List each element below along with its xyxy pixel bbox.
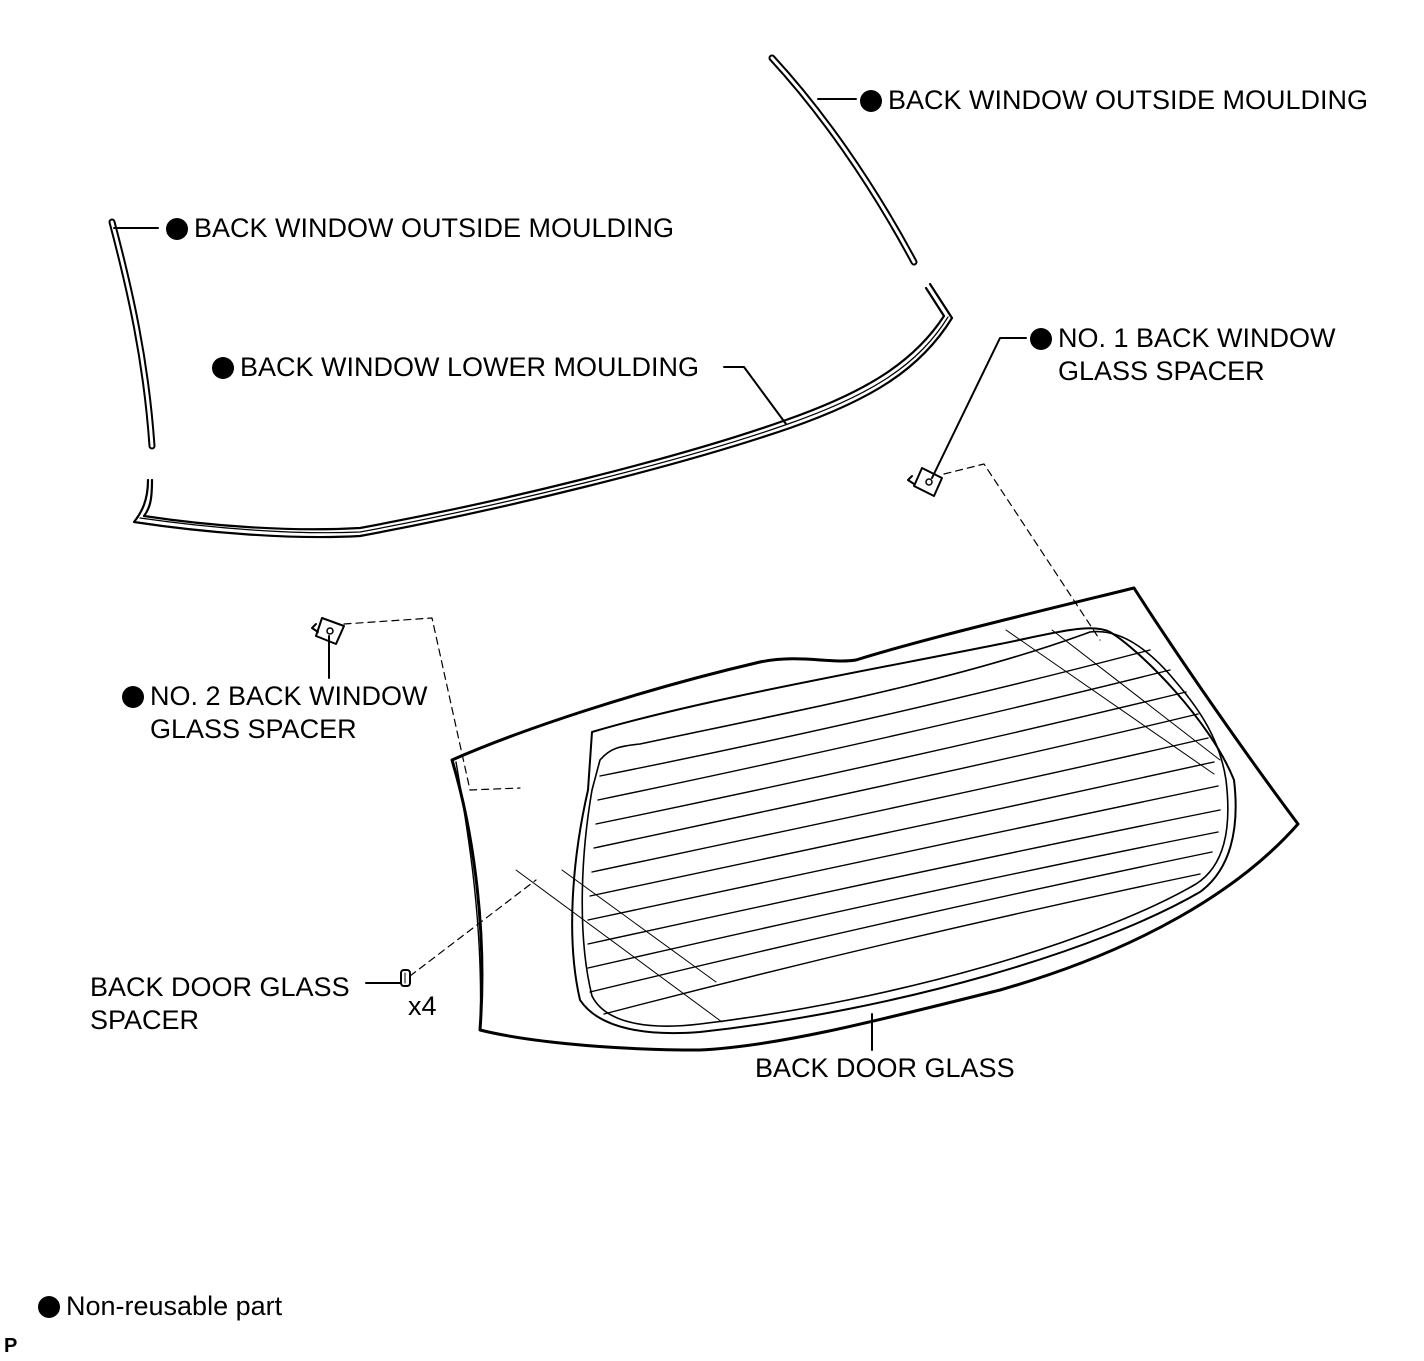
non-reusable-dot-icon [212,357,234,379]
non-reusable-dot-icon [166,218,188,240]
callout-text: BACK WINDOW OUTSIDE MOULDING [194,213,675,243]
defogger-grid-lines [587,649,1221,1015]
glass-reflection-lines [515,629,1221,1023]
back-door-glass-part [450,586,1300,1052]
door-glass-spacer-part [400,969,411,987]
callout-text: BACK WINDOW OUTSIDE MOULDING [888,85,1369,115]
callout-outside-moulding-left: BACK WINDOW OUTSIDE MOULDING [166,212,674,245]
callout-no1-spacer: NO. 1 BACK WINDOW GLASS SPACER [1030,322,1336,388]
callout-door-glass-spacer: BACK DOOR GLASS SPACER [90,971,350,1037]
callout-text-line1: NO. 2 BACK WINDOW [150,681,428,711]
non-reusable-dot-icon [38,1296,60,1318]
non-reusable-dot-icon [1030,328,1052,350]
non-reusable-dot-icon [860,90,882,112]
callout-door-glass: BACK DOOR GLASS [755,1053,1015,1083]
callout-text-line2: GLASS SPACER [150,714,357,744]
legend: Non-reusable part [38,1290,282,1323]
legend-text: Non-reusable part [66,1291,283,1321]
outside-moulding-left-part [108,218,156,450]
no1-spacer-part [907,467,943,497]
callout-text-line2: GLASS SPACER [1058,356,1265,386]
no2-spacer-part [311,617,345,645]
leader-lower-moulding [723,366,787,425]
callout-text-line2: SPACER [90,1005,200,1035]
callout-text: BACK WINDOW LOWER MOULDING [240,352,700,382]
lower-moulding-part [132,282,954,539]
callout-no2-spacer: NO. 2 BACK WINDOW GLASS SPACER [122,680,428,746]
door-glass-spacer-quantity: x4 [408,991,437,1021]
non-reusable-dot-icon [122,686,144,708]
outside-moulding-right-part [768,54,918,266]
leader-no1-spacer [931,337,1027,479]
figure-code: P [4,1335,18,1357]
callout-text-line1: NO. 1 BACK WINDOW [1058,323,1336,353]
callout-lower-moulding: BACK WINDOW LOWER MOULDING [212,351,699,384]
callout-outside-moulding-right: BACK WINDOW OUTSIDE MOULDING [860,84,1368,117]
alignment-dashed-lines [343,463,1101,977]
callout-text-line1: BACK DOOR GLASS [90,972,350,1002]
